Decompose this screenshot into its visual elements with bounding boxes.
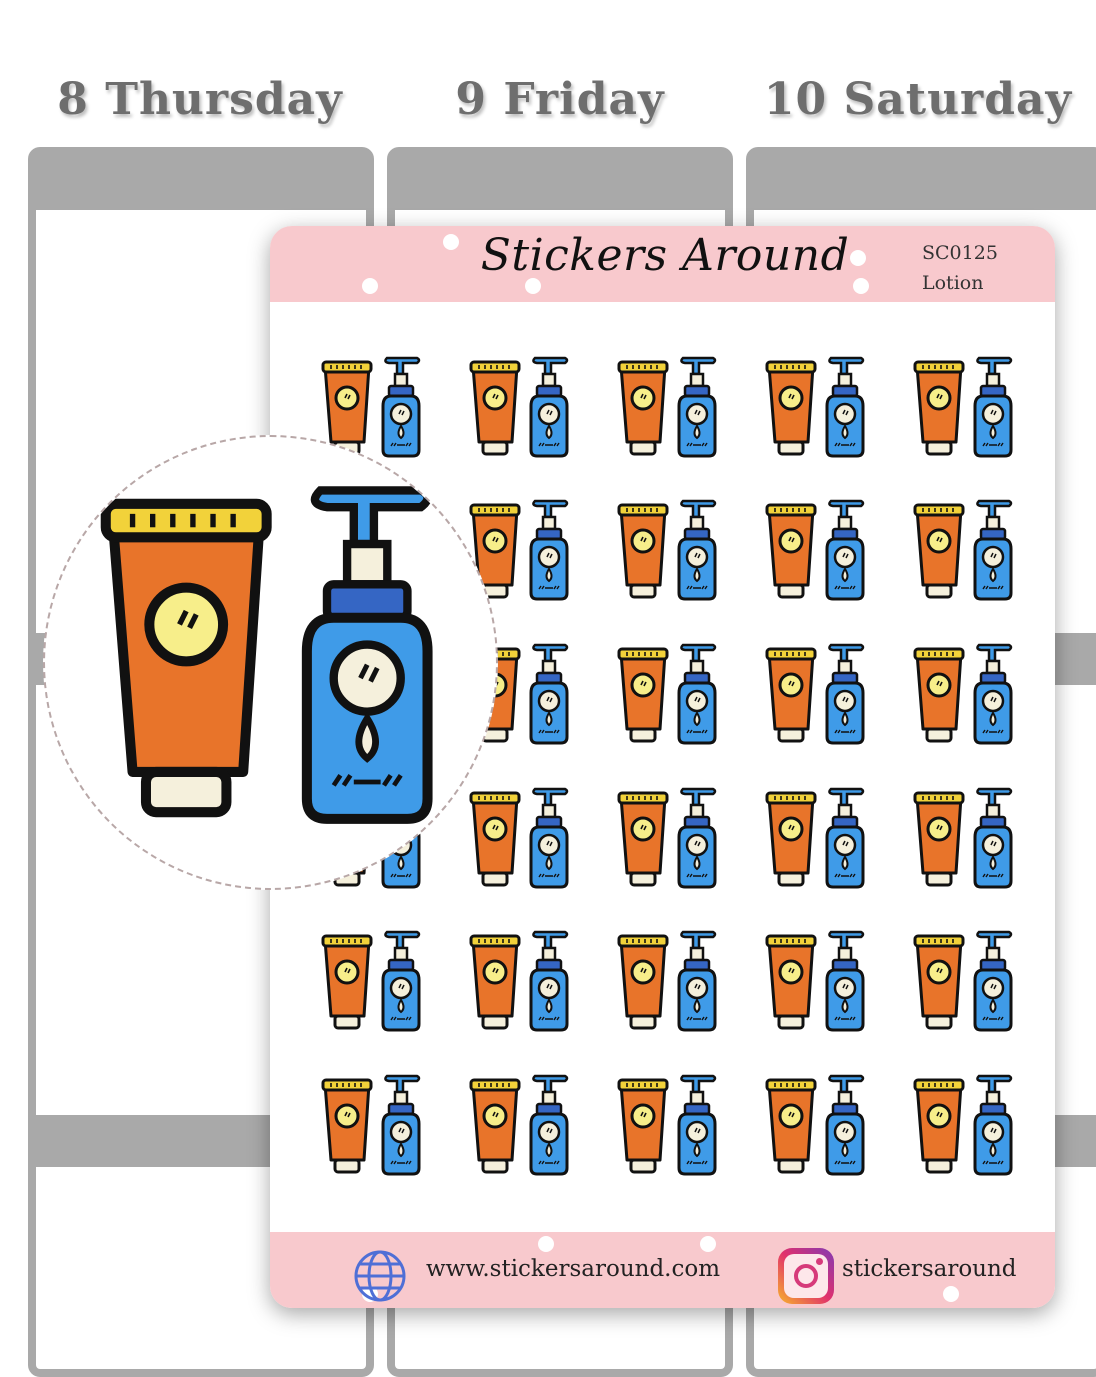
sticker-cell (594, 623, 742, 767)
decor-dot (362, 278, 378, 294)
sticker-cell (594, 480, 742, 624)
decor-dot (943, 1286, 959, 1302)
sticker-cell (890, 480, 1038, 624)
lotion-tube-and-pump-bottle-icon (100, 486, 433, 824)
lotion-tube-and-pump-bottle-icon (321, 356, 421, 458)
lotion-tube-and-pump-bottle-icon (913, 643, 1013, 745)
sticker-cell (298, 1054, 446, 1198)
lotion-tube-and-pump-bottle-icon (469, 356, 569, 458)
brand-title: Stickers Around (480, 230, 850, 281)
lotion-tube-and-pump-bottle-icon (913, 1074, 1013, 1176)
sheet-footer: www.stickersaround.com stickersaround (270, 1232, 1055, 1308)
sticker-cell (594, 767, 742, 911)
sticker-cell (742, 911, 890, 1055)
day-label-saturday: 10 Saturday (763, 74, 1073, 125)
lotion-tube-and-pump-bottle-icon (765, 643, 865, 745)
sticker-cell (594, 911, 742, 1055)
lotion-tube-and-pump-bottle-icon (469, 787, 569, 889)
planner-column-header (754, 155, 1096, 210)
sticker-cell (890, 911, 1038, 1055)
planner-column-header (36, 155, 366, 210)
instagram-handle[interactable]: stickersaround (842, 1256, 1017, 1282)
lotion-tube-and-pump-bottle-icon (617, 643, 717, 745)
lotion-tube-and-pump-bottle-icon (913, 500, 1013, 601)
sticker-cell (742, 1054, 890, 1198)
lotion-tube-and-pump-bottle-icon (617, 500, 717, 601)
lotion-tube-and-pump-bottle-icon (469, 931, 569, 1032)
decor-dot (525, 278, 541, 294)
sticker-cell (890, 336, 1038, 480)
sticker-cell (446, 767, 594, 911)
lotion-tube-and-pump-bottle-icon (617, 356, 717, 458)
lotion-tube-and-pump-bottle-icon (617, 1074, 717, 1176)
day-label-friday: 9 Friday (455, 74, 665, 125)
sheet-header: Stickers Around SC0125 Lotion (270, 226, 1055, 302)
sticker-cell (890, 1054, 1038, 1198)
lotion-tube-and-pump-bottle-icon (765, 1074, 865, 1176)
sticker-cell (298, 911, 446, 1055)
sticker-cell (890, 623, 1038, 767)
sheet-code-number: SC0125 (922, 242, 998, 264)
website-link[interactable]: www.stickersaround.com (426, 1256, 721, 1282)
lotion-tube-and-pump-bottle-icon (469, 500, 569, 601)
sticker-cell (742, 767, 890, 911)
decor-dot (700, 1236, 716, 1252)
lotion-tube-and-pump-bottle-icon (765, 787, 865, 889)
decor-dot (853, 278, 869, 294)
sticker-cell (446, 480, 594, 624)
lotion-tube-and-pump-bottle-icon (913, 931, 1013, 1032)
sheet-code: SC0125 Lotion (922, 238, 998, 298)
lotion-tube-and-pump-bottle-icon (617, 787, 717, 889)
lotion-tube-and-pump-bottle-icon (913, 356, 1013, 458)
lotion-tube-and-pump-bottle-icon (765, 500, 865, 601)
lotion-tube-and-pump-bottle-icon (321, 1074, 421, 1176)
sticker-cell (446, 911, 594, 1055)
sticker-cell (446, 336, 594, 480)
sticker-cell (594, 1054, 742, 1198)
decor-dot (538, 1236, 554, 1252)
lotion-tube-and-pump-bottle-icon (765, 356, 865, 458)
sticker-cell (298, 336, 446, 480)
decor-dot (443, 234, 459, 250)
sticker-cell (742, 336, 890, 480)
sticker-cell (742, 480, 890, 624)
lotion-tube-and-pump-bottle-icon (765, 931, 865, 1032)
sticker-cell (890, 767, 1038, 911)
sticker-cell (742, 623, 890, 767)
instagram-icon (778, 1248, 834, 1304)
sticker-cell (594, 336, 742, 480)
decor-dot (850, 250, 866, 266)
lotion-tube-and-pump-bottle-icon (617, 931, 717, 1032)
sticker-cell (446, 1054, 594, 1198)
lotion-tube-and-pump-bottle-icon (469, 1074, 569, 1176)
sheet-name: Lotion (922, 272, 984, 294)
planner-column-header (395, 155, 725, 210)
day-label-thursday: 8 Thursday (57, 74, 343, 125)
zoomed-sticker-preview (43, 435, 498, 890)
lotion-tube-and-pump-bottle-icon (321, 931, 421, 1032)
lotion-tube-and-pump-bottle-icon (913, 787, 1013, 889)
globe-icon (354, 1250, 406, 1302)
